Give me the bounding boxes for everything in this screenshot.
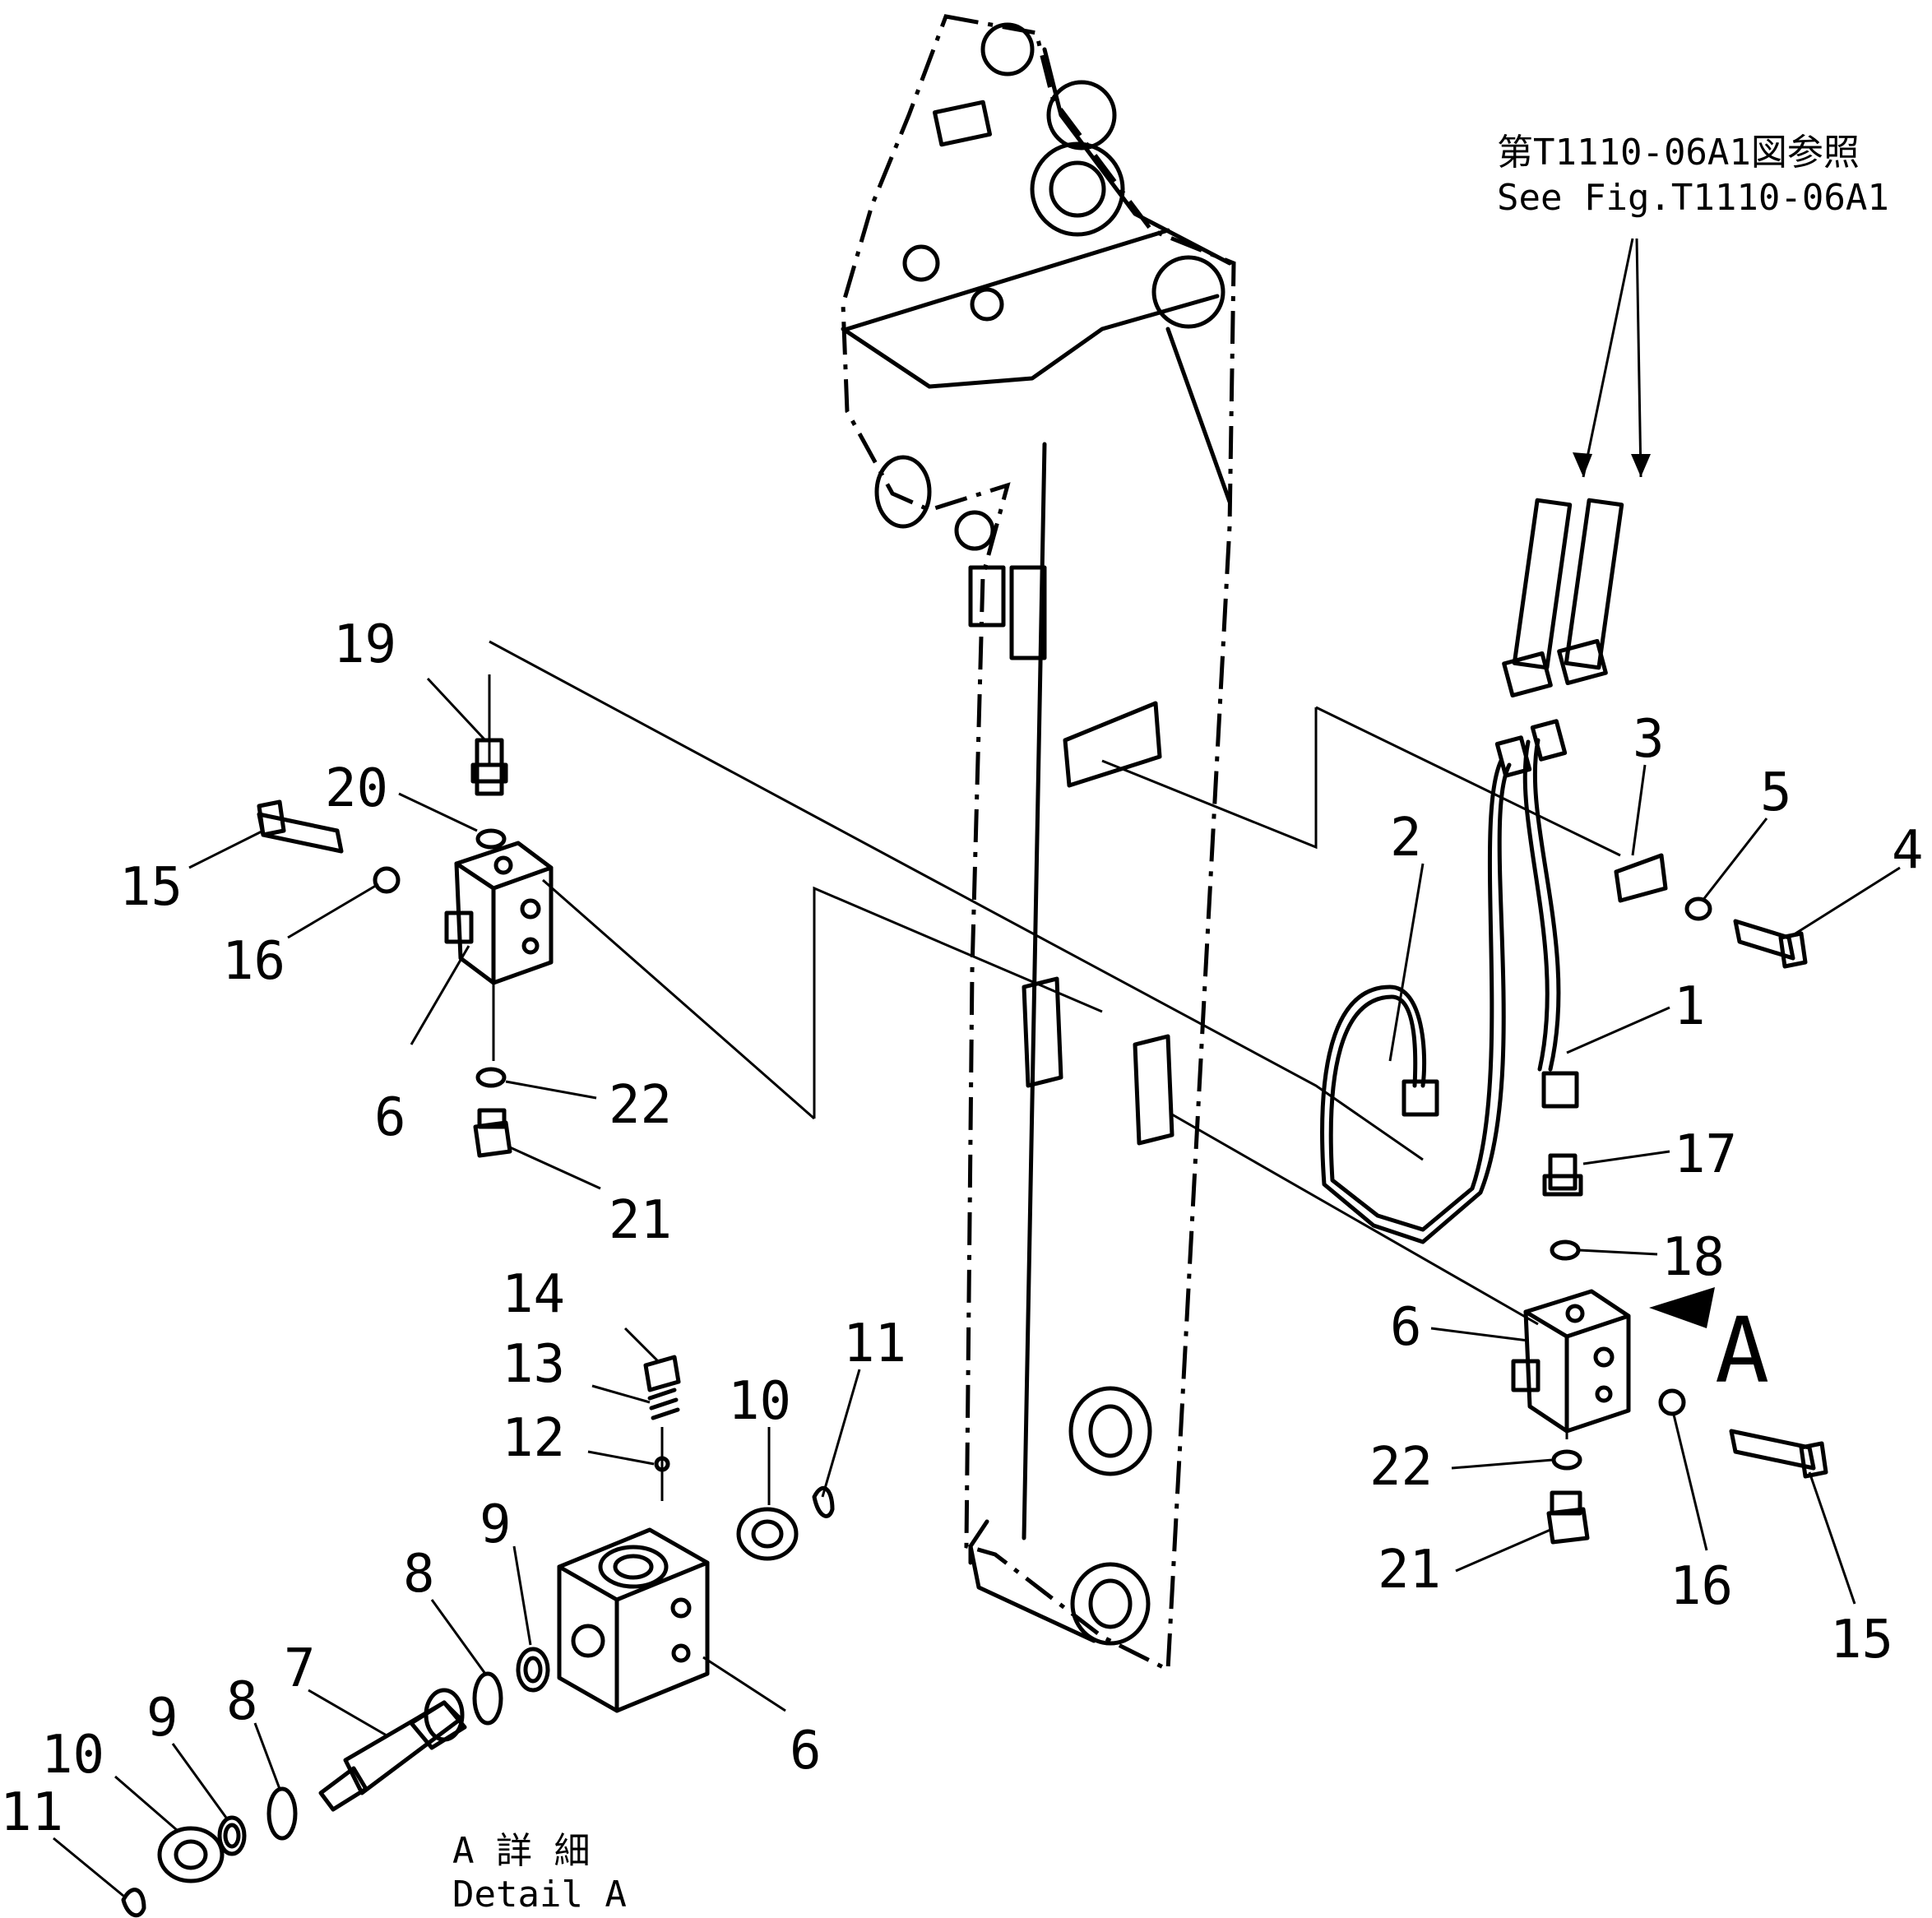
callout-21-right: 21 — [1378, 1540, 1441, 1601]
callout-15-right: 15 — [1830, 1610, 1893, 1670]
callout-19: 19 — [333, 614, 396, 675]
callout-15-left: 15 — [119, 857, 183, 918]
reference-japanese: 第T1110-06A1図参照 — [1497, 132, 1860, 174]
callout-leaders — [53, 677, 1901, 1897]
detail-caption-english: Detail A — [452, 1874, 627, 1916]
hose-assembly — [1320, 719, 1579, 1244]
left-valve-assembly — [257, 738, 554, 1158]
view-marker-a: A — [1715, 1298, 1769, 1403]
callout-11-outer: 11 — [0, 1782, 63, 1843]
callout-4: 4 — [1892, 820, 1924, 881]
callout-21-left: 21 — [609, 1190, 672, 1251]
callout-22-left: 22 — [609, 1075, 672, 1136]
callout-14: 14 — [502, 1264, 565, 1325]
callout-9-outer: 9 — [146, 1688, 178, 1749]
callout-17: 17 — [1674, 1124, 1737, 1185]
callout-7: 7 — [284, 1638, 316, 1699]
callout-10-outer: 10 — [41, 1725, 104, 1786]
callout-8-inner: 8 — [403, 1544, 435, 1605]
callout-8-outer: 8 — [226, 1671, 258, 1732]
callout-22-right: 22 — [1369, 1437, 1433, 1498]
callout-6-left: 6 — [374, 1087, 406, 1148]
excavator-arm — [841, 14, 1236, 1673]
reference-pipes — [1502, 238, 1651, 698]
callout-11-inner: 11 — [843, 1313, 906, 1374]
callout-9-inner: 9 — [480, 1494, 512, 1555]
callout-10-inner: 10 — [728, 1371, 791, 1432]
callout-3: 3 — [1633, 709, 1665, 770]
callout-12: 12 — [502, 1408, 565, 1469]
detail-caption-japanese: A 詳 細 — [452, 1830, 590, 1872]
callout-5: 5 — [1760, 762, 1792, 823]
right-valve-assembly — [1511, 853, 1828, 1545]
callout-13: 13 — [502, 1334, 565, 1395]
callout-1: 1 — [1674, 976, 1706, 1037]
callout-16-right: 16 — [1670, 1556, 1733, 1617]
callout-20: 20 — [325, 758, 388, 819]
callout-2: 2 — [1390, 808, 1422, 869]
assembly-lines — [488, 640, 1621, 1501]
detail-a-exploded — [121, 1355, 835, 1918]
callout-6-detail: 6 — [790, 1721, 822, 1781]
callout-18: 18 — [1661, 1227, 1725, 1288]
callout-16-left: 16 — [222, 931, 285, 992]
callout-6-right: 6 — [1390, 1297, 1422, 1358]
reference-english: See Fig.T1110-06A1 — [1497, 177, 1889, 219]
